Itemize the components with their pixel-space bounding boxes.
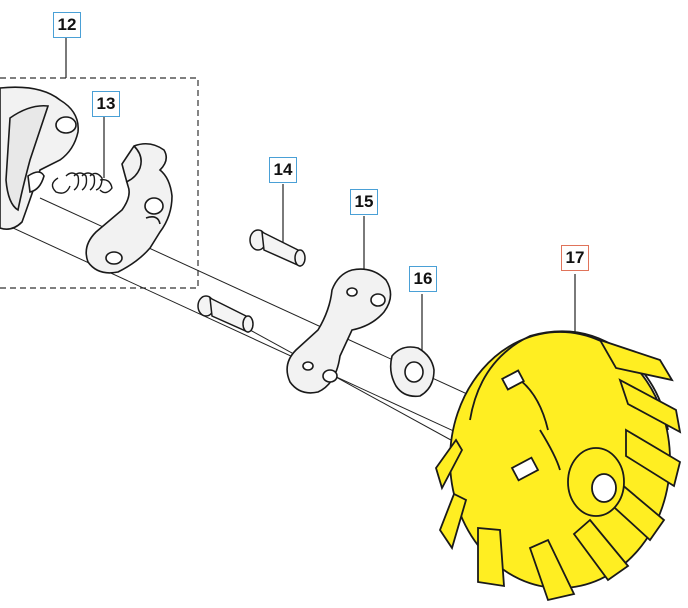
clutch-shoe-lower-part xyxy=(85,142,173,274)
callout-part-12: 12 xyxy=(53,12,81,38)
clutch-assembly-dashed-box xyxy=(0,77,199,289)
pin-part-lower xyxy=(197,295,254,333)
flywheel-part xyxy=(435,330,682,602)
callout-part-17: 17 xyxy=(561,245,589,271)
clutch-shoe-part xyxy=(0,86,79,230)
callout-part-13: 13 xyxy=(92,91,120,117)
link-plate-part xyxy=(286,268,392,394)
callout-part-15: 15 xyxy=(350,189,378,215)
callout-part-16: 16 xyxy=(409,266,437,292)
nut-part xyxy=(389,346,435,398)
callout-part-14: 14 xyxy=(269,157,297,183)
pin-part-upper xyxy=(249,229,306,267)
clutch-spring-part xyxy=(51,172,113,194)
